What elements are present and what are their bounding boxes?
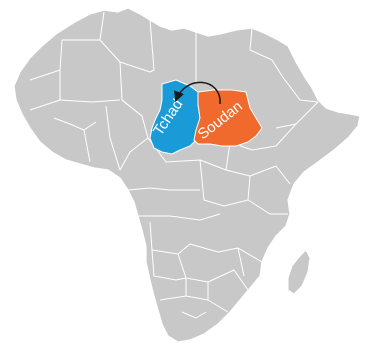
madagascar	[287, 249, 311, 295]
africa-continent	[13, 7, 361, 343]
migration-arrow	[174, 81, 221, 105]
country-sudan	[193, 89, 263, 147]
country-borders	[29, 11, 319, 319]
